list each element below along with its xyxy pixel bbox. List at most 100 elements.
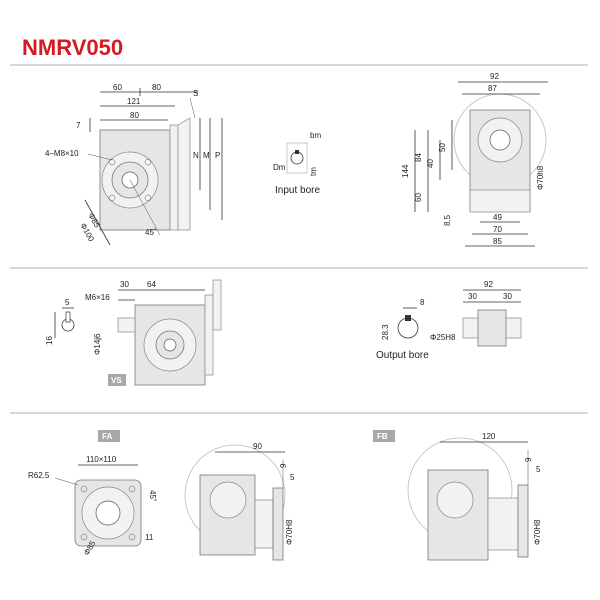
dim-fa-d70: Φ70H8 [285,519,294,545]
dim-87: 87 [488,84,497,93]
side-view: 92 87 144 84 40 50 60 8.5 Φ70h8 49 70 85 [401,72,548,247]
dim-11: 11 [145,533,154,542]
dim-60: 60 [113,83,122,92]
dim-bm: bm [310,131,321,140]
dim-d25: Φ25H8 [430,333,456,342]
dim-m6: M6×16 [85,293,110,302]
dim-84: 84 [414,153,423,162]
dim-80-inner: 80 [130,111,139,120]
vs-bore [163,338,177,352]
dim-angle: 45˚ [145,228,157,237]
bolt-spec: 4–M8×10 [45,149,79,158]
fa-flange-bore [95,500,121,526]
fa-flange-view: FA 110×110 R62.5 45˚ 11 Φ85 [28,430,157,557]
dim-92: 92 [490,72,499,81]
input-bore-view: bm Dm tm Input bore [273,131,321,196]
dim-m: M [203,151,210,160]
vs-view: M6×16 30 64 Φ14j6 VS [85,279,222,386]
dim-40: 40 [426,159,435,168]
dim-fb-9: 9 [524,457,533,462]
dim-92-out: 92 [484,280,493,289]
dim-28-3: 28.3 [381,324,390,340]
fa-side-spacer [254,499,274,549]
dim-144: 144 [401,164,410,178]
dim-p: P [215,151,220,160]
fb-tag-bg [373,430,395,442]
front-flange-edge [177,117,191,231]
dim-50: 50 [438,143,447,152]
side-bore [489,129,511,151]
dim-80: 80 [152,83,161,92]
dim-fa-angle: 45˚ [148,490,157,502]
fa-side-view: 90 9 5 Φ70H8 [184,442,295,561]
dim-90: 90 [253,442,262,451]
dim-64: 64 [147,280,156,289]
input-bore-caption: Input bore [275,185,320,196]
vs-shaft [117,317,136,333]
dim-r62: R62.5 [28,471,50,480]
front-bolt-hole [144,194,152,202]
dim-d70: Φ70h8 [536,165,545,190]
input-bore-outline [286,142,308,174]
output-keyway [405,315,411,321]
dim-fa-5: 5 [290,473,295,482]
dim-7: 7 [76,121,81,130]
front-bolt-hole [108,158,116,166]
dim-121: 121 [127,97,141,106]
dim-tm: tm [309,167,318,176]
fa-tag-bg [98,430,120,442]
dim-8: 8 [420,298,425,307]
fa-bolt-hole [128,485,136,493]
vs-flange [204,294,214,376]
dim-line [84,199,111,246]
fb-spacer [487,497,519,551]
vs-flange-top [212,279,222,331]
fa-tag: FA [102,432,112,441]
vs-tag: VS [111,376,122,385]
title: NMRV050 [22,35,123,60]
dim-fa-9: 9 [279,463,288,468]
dim-120: 120 [482,432,496,441]
output-hub-section [477,309,507,347]
leader [87,153,113,161]
dim-5: 5 [65,298,70,307]
fa-bolt-hole [128,533,136,541]
dim-s: S [193,89,198,98]
leader [129,179,161,236]
front-bolt-hole [108,194,116,202]
fa-side-hub [209,481,247,519]
dim-n: N [193,151,199,160]
fb-tag: FB [377,432,388,441]
dim-d14: Φ14j6 [93,333,102,355]
shaft-key [65,311,71,323]
dim-30: 30 [120,280,129,289]
vs-tag-bg [108,374,126,386]
dim-49: 49 [493,213,502,222]
fa-bolt-hole [80,533,88,541]
output-bore-caption: Output bore [376,350,429,361]
dim-110: 110×110 [86,455,117,464]
input-keyway [295,150,299,154]
leader [189,97,196,119]
side-base [469,189,531,213]
front-view: 60 80 121 80 S N M P 7 4–M8×10 Φ85 Φ100 … [45,83,223,246]
fb-hub [436,481,474,519]
fb-view: FB 120 9 5 Φ70H8 [373,430,542,561]
front-bolt-hole [144,158,152,166]
dim-16: 16 [45,336,54,345]
dim-30b: 30 [503,292,512,301]
output-bore-view: 8 28.3 Φ25H8 Output bore 92 30 30 [376,280,522,361]
shaft-end-view: 5 16 [45,298,75,345]
dim-fb-5: 5 [536,465,541,474]
fb-flange [517,484,529,558]
dim-dm: Dm [273,163,286,172]
fa-side-flange [272,487,284,561]
dim-60: 60 [414,193,423,202]
dim-70: 70 [493,225,502,234]
dim-30a: 30 [468,292,477,301]
front-flange-plate [169,124,179,231]
dim-8-5: 8.5 [443,214,452,226]
fa-bolt-hole [80,485,88,493]
leader [54,477,79,486]
